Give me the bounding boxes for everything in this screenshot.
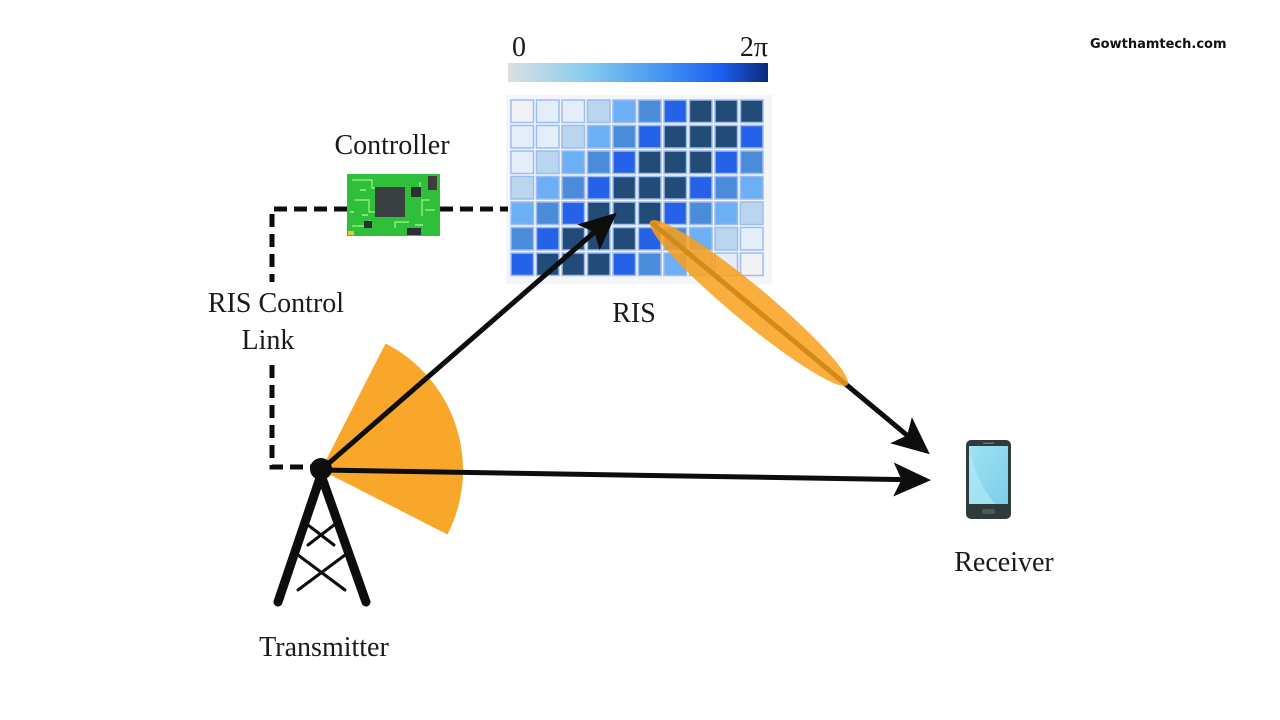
ris-element-cell xyxy=(561,175,586,200)
ris-element-cell xyxy=(586,99,611,124)
ris-element-cell xyxy=(510,226,535,251)
ris-element-cell xyxy=(510,124,535,149)
ris-element-cell xyxy=(739,201,764,226)
controller-to-link-dashed-line xyxy=(269,206,347,282)
ris-element-cell xyxy=(510,252,535,277)
ris-element-cell xyxy=(688,99,713,124)
smartphone-icon xyxy=(966,440,1011,519)
ris-element-cell xyxy=(561,150,586,175)
ris-element-cell xyxy=(663,175,688,200)
ris-element-cell xyxy=(663,150,688,175)
ris-element-cell xyxy=(535,201,560,226)
ris-element-cell xyxy=(612,252,637,277)
ris-element-cell xyxy=(612,124,637,149)
link-to-transmitter-dashed-line xyxy=(269,365,312,470)
ris-element-cell xyxy=(663,99,688,124)
ris-element-cell xyxy=(586,150,611,175)
transmitter-beam-sector xyxy=(321,343,463,535)
ris-element-cell xyxy=(535,150,560,175)
receiver-label: Receiver xyxy=(954,547,1054,578)
ris-control-link: RIS Control Link xyxy=(208,206,508,470)
ris-element-cell xyxy=(739,175,764,200)
phase-colorbar: 0 2π xyxy=(508,32,768,82)
ris-element-cell xyxy=(586,175,611,200)
ris-element-cell xyxy=(739,252,764,277)
ris-element-cell xyxy=(663,124,688,149)
controller-label: Controller xyxy=(334,130,450,161)
ris-element-cell xyxy=(739,124,764,149)
ris-reflected-beam xyxy=(649,220,849,386)
ris-element-cell xyxy=(612,201,637,226)
ris-element-cell xyxy=(688,201,713,226)
ris-element-cell xyxy=(714,175,739,200)
control-link-label-line1: RIS Control xyxy=(208,288,344,319)
ris-cell-grid xyxy=(510,99,764,277)
transmitter-label: Transmitter xyxy=(259,632,389,663)
colorbar-min-label: 0 xyxy=(512,32,526,63)
ris-element-cell xyxy=(586,252,611,277)
ris-element-cell xyxy=(637,201,662,226)
watermark-text: Gowthamtech.com xyxy=(1090,37,1227,52)
ris-element-cell xyxy=(535,99,560,124)
ris-element-cell xyxy=(637,175,662,200)
ris-element-cell xyxy=(637,252,662,277)
ris-element-cell xyxy=(510,99,535,124)
ris-element-cell xyxy=(637,124,662,149)
transmitter-tower-icon xyxy=(273,458,371,607)
tx-to-ris-arrow xyxy=(319,212,617,472)
ris-element-cell xyxy=(612,150,637,175)
ris-element-cell xyxy=(535,124,560,149)
ris-element-cell xyxy=(714,150,739,175)
ris-element-cell xyxy=(663,201,688,226)
ris-element-cell xyxy=(688,175,713,200)
ris-element-cell xyxy=(535,175,560,200)
ris-element-cell xyxy=(714,201,739,226)
ris-element-cell xyxy=(561,201,586,226)
ris-element-cell xyxy=(688,150,713,175)
ris-element-cell xyxy=(510,175,535,200)
ris-element-cell xyxy=(714,99,739,124)
ris-element-cell xyxy=(637,99,662,124)
ris-element-cell xyxy=(612,226,637,251)
ris-element-cell xyxy=(714,124,739,149)
ris-label: RIS xyxy=(612,298,656,329)
ris-element-cell xyxy=(739,150,764,175)
ris-element-cell xyxy=(739,226,764,251)
ris-element-cell xyxy=(739,99,764,124)
controller: Controller xyxy=(334,130,450,236)
ris-element-cell xyxy=(714,226,739,251)
ris-element-cell xyxy=(561,99,586,124)
ris-element-cell xyxy=(688,124,713,149)
control-link-label-line2: Link xyxy=(242,325,295,356)
colorbar-gradient xyxy=(508,63,768,82)
ris-element-cell xyxy=(612,175,637,200)
ris-element-cell xyxy=(637,150,662,175)
ris-element-cell xyxy=(510,150,535,175)
ris-element-cell xyxy=(612,99,637,124)
pcb-board-icon xyxy=(347,174,440,236)
ris-element-cell xyxy=(561,124,586,149)
ris-element-cell xyxy=(510,201,535,226)
ris-element-cell xyxy=(535,226,560,251)
ris-panel: RIS xyxy=(506,95,772,329)
tx-to-receiver-direct-arrow xyxy=(320,462,931,497)
ris-element-cell xyxy=(586,124,611,149)
colorbar-max-label: 2π xyxy=(740,32,768,63)
